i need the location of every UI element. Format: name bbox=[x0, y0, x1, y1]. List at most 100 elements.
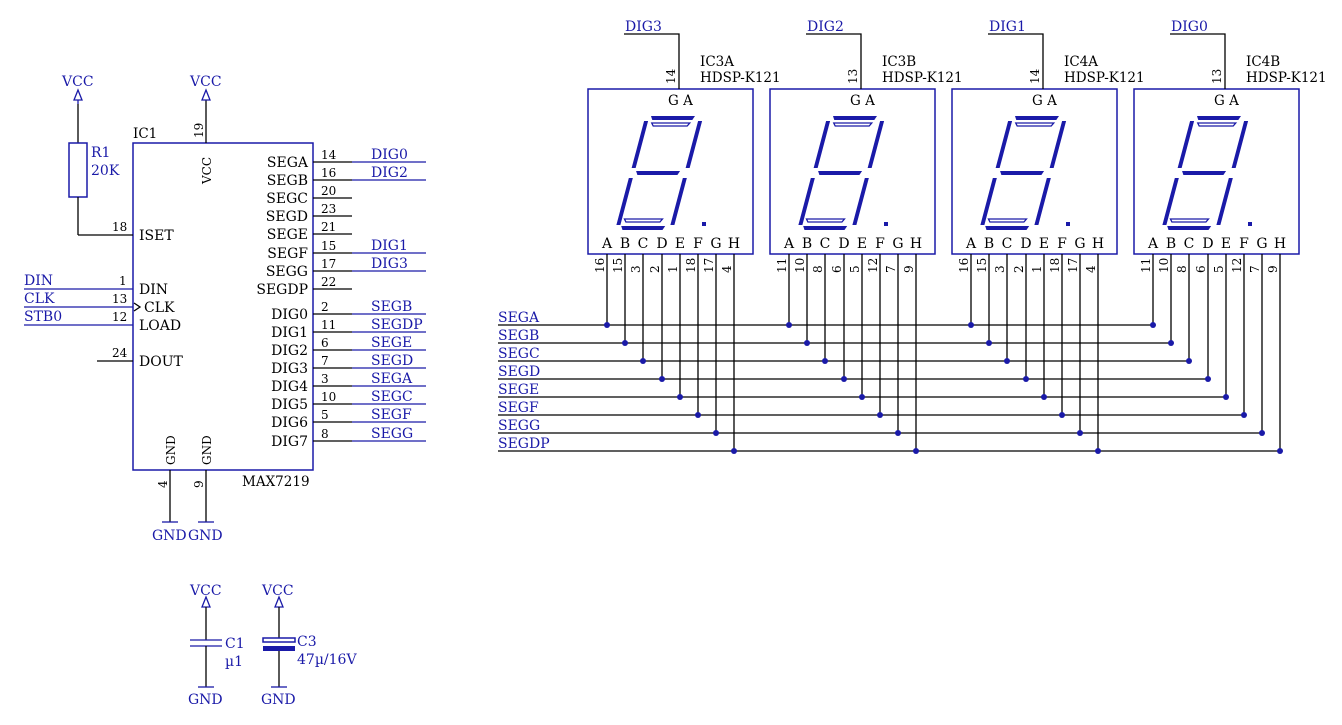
net-label-clk: CLK bbox=[24, 291, 55, 307]
ic1-right-pin-name: SEGDP bbox=[256, 282, 308, 298]
junction-dot bbox=[659, 376, 665, 382]
r1-resistor: R1 20K bbox=[68, 104, 120, 235]
segment-a-outline bbox=[1196, 122, 1238, 127]
ic1-pin-iset: ISET bbox=[139, 228, 174, 244]
segment-a bbox=[1197, 116, 1241, 120]
display-pin-num: 4 bbox=[1084, 265, 1098, 273]
c3-plate-top bbox=[262, 637, 296, 643]
gnd-label-c1: GND bbox=[188, 692, 223, 708]
segment-c bbox=[1034, 178, 1051, 225]
ic1-net-label: SEGG bbox=[371, 426, 413, 442]
ic1-right-pin-name: DIG0 bbox=[271, 307, 308, 323]
bus-label: SEGA bbox=[498, 310, 540, 326]
ic1-net-label: DIG1 bbox=[371, 238, 408, 254]
ic1-net-label: DIG0 bbox=[371, 147, 408, 163]
segment-d bbox=[985, 226, 1030, 230]
ic1-right-pin-num: 23 bbox=[321, 202, 336, 216]
vcc-label-r1: VCC bbox=[61, 74, 94, 90]
common-pin-num: 13 bbox=[1210, 69, 1224, 84]
ic1-right-pin-num: 20 bbox=[321, 184, 336, 198]
junction-dot bbox=[1041, 394, 1047, 400]
segment-d bbox=[621, 226, 666, 230]
segment-d-outline bbox=[623, 218, 664, 223]
ic1-right-pin-num: 21 bbox=[321, 220, 336, 234]
segment-letter: F bbox=[875, 236, 885, 252]
segment-letter: B bbox=[620, 236, 630, 252]
ic1-right-pin-num: 17 bbox=[321, 257, 336, 271]
digit-wire bbox=[806, 33, 862, 89]
segment-letter: H bbox=[728, 236, 740, 252]
segment-c bbox=[852, 178, 869, 225]
segment-letter: E bbox=[857, 236, 867, 252]
ic1-pin-num-dout: 24 bbox=[112, 346, 128, 360]
display-ref: IC3B bbox=[882, 54, 916, 70]
segment-c bbox=[670, 178, 687, 225]
display-pin-num: 7 bbox=[1248, 265, 1262, 273]
segment-dp bbox=[1066, 222, 1070, 226]
display-pin-num: 9 bbox=[902, 265, 916, 273]
ic1-right-pin-num: 15 bbox=[321, 239, 336, 253]
display-top-label: G A bbox=[1214, 93, 1239, 109]
segment-letter: G bbox=[710, 236, 721, 252]
c1-value: µ1 bbox=[225, 654, 243, 670]
ic1-net-label: SEGD bbox=[371, 353, 413, 369]
segment-letter: G bbox=[1256, 236, 1267, 252]
segment-f bbox=[813, 121, 831, 168]
r1-body bbox=[68, 142, 88, 198]
junction-dot bbox=[786, 322, 792, 328]
junction-dot bbox=[604, 322, 610, 328]
segment-dp bbox=[702, 222, 706, 226]
display-pin-num: 11 bbox=[1139, 258, 1153, 273]
segment-d-outline bbox=[1169, 218, 1210, 223]
segment-d bbox=[1167, 226, 1212, 230]
ic1-pin-clk: CLK bbox=[144, 300, 175, 316]
bus-label: SEGG bbox=[498, 418, 540, 434]
display-pin-num: 2 bbox=[1012, 265, 1026, 273]
segment-letter: D bbox=[1202, 236, 1213, 252]
junction-dot bbox=[1004, 358, 1010, 364]
display-pin-num: 3 bbox=[993, 265, 1007, 273]
display-pin-num: 17 bbox=[702, 258, 716, 273]
segment-e bbox=[1162, 178, 1179, 225]
display-pin-num: 12 bbox=[1230, 258, 1244, 273]
segment-letter: A bbox=[601, 236, 613, 252]
junction-dot bbox=[877, 412, 883, 418]
segment-letter: A bbox=[965, 236, 977, 252]
digit-wire bbox=[1170, 33, 1226, 89]
ic1-pin-num-load: 12 bbox=[112, 310, 127, 324]
segment-d-outline bbox=[805, 218, 846, 223]
ic1-net-label: SEGE bbox=[371, 335, 412, 351]
common-pin-num: 14 bbox=[664, 68, 678, 84]
display-pin-num: 5 bbox=[848, 265, 862, 273]
segment-f bbox=[631, 121, 649, 168]
display-body bbox=[951, 88, 1118, 255]
segment-g bbox=[636, 171, 681, 175]
ic1-gnd-pin-num-a: 4 bbox=[156, 480, 170, 488]
ic1-right-pin-name: DIG1 bbox=[271, 325, 308, 341]
junction-dot bbox=[695, 412, 701, 418]
bus-label: SEGDP bbox=[498, 436, 550, 452]
segment-f bbox=[995, 121, 1013, 168]
display-body bbox=[587, 88, 754, 255]
ic1-right-pin-name: SEGG bbox=[266, 264, 308, 280]
ic1-right-pin-name: DIG3 bbox=[271, 361, 308, 377]
segment-letter: H bbox=[1274, 236, 1286, 252]
segment-letter: H bbox=[1092, 236, 1104, 252]
segment-letter: F bbox=[693, 236, 703, 252]
bus-label: SEGB bbox=[498, 328, 539, 344]
ic1-pin-dout: DOUT bbox=[139, 354, 184, 370]
ic1-net-label: DIG3 bbox=[371, 256, 408, 272]
segment-g bbox=[818, 171, 863, 175]
segment-letter: D bbox=[656, 236, 667, 252]
ic1-right-pin-num: 3 bbox=[321, 372, 329, 386]
common-pin-num: 14 bbox=[1028, 68, 1042, 84]
ic1-right-pin-name: SEGA bbox=[267, 155, 309, 171]
ic1-net-label: SEGB bbox=[371, 299, 412, 315]
junction-dot bbox=[1223, 394, 1229, 400]
common-pin-num: 13 bbox=[846, 69, 860, 84]
segment-letter: E bbox=[1221, 236, 1231, 252]
